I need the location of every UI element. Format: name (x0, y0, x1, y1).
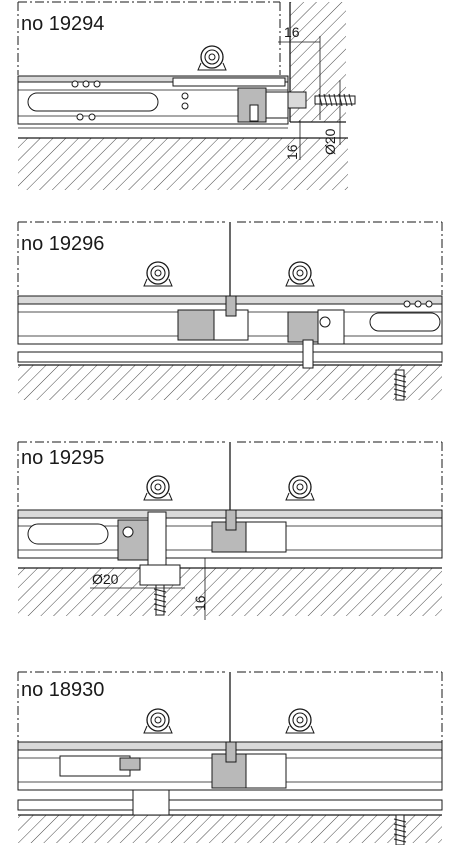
panel-outline (17, 221, 443, 295)
fitting-drawing-18930: no 18930 (17, 671, 443, 845)
diagram-panel-1: 16 16 Ø20 no 19294 (0, 0, 451, 195)
stop-fitting (177, 309, 215, 341)
dimension-label: 16 (284, 24, 300, 40)
diagram-panel-4: no 18930 (0, 670, 451, 845)
dimension-label: Ø20 (322, 128, 338, 155)
diagram-panel-3: Ø20 16 no 19295 (0, 440, 451, 650)
stop-fitting (117, 519, 149, 561)
fitting-drawing-19294: 16 16 Ø20 no 19294 (17, 1, 356, 190)
model-number-label: no 18930 (21, 679, 104, 701)
floor-hatch (18, 365, 442, 400)
floor-hatch (18, 568, 442, 616)
model-number-label: no 19296 (21, 233, 104, 255)
dimension-label: 16 (284, 144, 300, 160)
stop-fitting (287, 311, 319, 343)
panel-outline (17, 441, 443, 510)
diagram-panel-2: no 19296 (0, 220, 451, 405)
floor-hatch (18, 138, 348, 190)
fitting-drawing-19295: Ø20 16 no 19295 (17, 441, 443, 620)
panel-outline (17, 671, 443, 742)
dimension-label: 16 (192, 595, 208, 611)
model-number-label: no 19294 (21, 13, 104, 35)
floor-hatch (18, 815, 442, 843)
fitting-drawing-19296: no 19296 (17, 221, 443, 401)
model-number-label: no 19295 (21, 447, 104, 469)
dimension-label: Ø20 (92, 571, 119, 587)
